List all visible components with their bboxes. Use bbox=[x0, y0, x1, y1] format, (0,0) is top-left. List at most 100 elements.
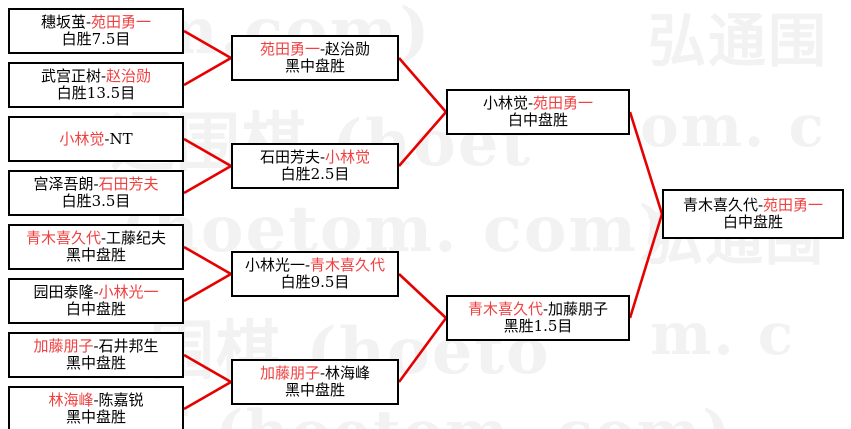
match-result: 黑中盘胜 bbox=[65, 246, 126, 264]
versus-separator: - bbox=[93, 391, 99, 410]
player-left: 苑田勇一 bbox=[259, 40, 320, 59]
player-right: 苑田勇一 bbox=[763, 196, 824, 215]
versus-separator: - bbox=[100, 67, 107, 86]
match-result: 白胜9.5目 bbox=[280, 273, 350, 291]
match-node-r2m1[interactable]: 苑田勇一-赵治勋黑中盘胜 bbox=[231, 35, 399, 81]
versus-separator: - bbox=[319, 364, 326, 383]
versus-separator: - bbox=[93, 337, 99, 356]
versus-separator: - bbox=[85, 13, 92, 32]
player-left: 园田泰隆 bbox=[33, 283, 94, 302]
match-node-r4m1[interactable]: 青木喜久代-苑田勇一白中盘胜 bbox=[662, 189, 844, 239]
versus-separator: - bbox=[527, 94, 534, 113]
connector-line bbox=[183, 137, 232, 168]
versus-separator: - bbox=[542, 300, 549, 319]
watermark-text: 棋 (hoetom. com) bbox=[130, 384, 733, 429]
connector-line bbox=[183, 245, 232, 276]
connector-line bbox=[398, 57, 447, 113]
player-left: 石田芳夫 bbox=[259, 148, 320, 167]
match-result: 白胜13.5目 bbox=[56, 84, 136, 102]
player-right: NT bbox=[109, 129, 133, 148]
watermark-text: 弘通围 bbox=[648, 7, 829, 75]
match-node-r2m4[interactable]: 加藤朋子-林海峰黑中盘胜 bbox=[231, 359, 399, 405]
match-pairing: 宫泽吾朗-石田芳夫 bbox=[33, 176, 158, 193]
match-pairing: 青木喜久代-苑田勇一 bbox=[683, 197, 823, 214]
player-right: 赵治勋 bbox=[325, 40, 371, 59]
connector-line bbox=[398, 273, 447, 319]
player-right: 小林光一 bbox=[98, 283, 159, 302]
match-node-r1m4[interactable]: 宫泽吾朗-石田芳夫白胜3.5目 bbox=[8, 170, 184, 216]
player-left: 青木喜久代 bbox=[467, 300, 543, 319]
player-right: 青木喜久代 bbox=[310, 256, 386, 275]
player-right: 苑田勇一 bbox=[533, 94, 594, 113]
versus-separator: - bbox=[757, 196, 764, 215]
match-node-r2m3[interactable]: 小林光一-青木喜久代白胜9.5目 bbox=[231, 251, 399, 297]
player-left: 青木喜久代 bbox=[25, 229, 101, 248]
match-pairing: 小林觉-NT bbox=[59, 129, 133, 148]
match-result: 黑中盘胜 bbox=[65, 408, 126, 426]
player-right: 石田芳夫 bbox=[98, 175, 159, 194]
connector-line bbox=[183, 380, 232, 411]
match-pairing: 青木喜久代-加藤朋子 bbox=[468, 301, 608, 318]
match-result: 白胜7.5目 bbox=[61, 30, 131, 48]
match-pairing: 穗坂茧-苑田勇一 bbox=[41, 14, 151, 31]
match-pairing: 加藤朋子-石井邦生 bbox=[33, 338, 158, 355]
connector-line bbox=[183, 56, 232, 87]
versus-separator: - bbox=[100, 229, 107, 248]
versus-separator: - bbox=[93, 283, 99, 302]
versus-separator: - bbox=[319, 148, 326, 167]
connector-line bbox=[398, 111, 447, 167]
match-node-r1m7[interactable]: 加藤朋子-石井邦生黑中盘胜 bbox=[8, 332, 184, 378]
versus-separator: - bbox=[319, 40, 326, 59]
match-node-r1m5[interactable]: 青木喜久代-工藤纪夫黑中盘胜 bbox=[8, 224, 184, 270]
player-right: 石井邦生 bbox=[98, 337, 159, 356]
player-left: 加藤朋子 bbox=[259, 364, 320, 383]
match-node-r1m6[interactable]: 园田泰隆-小林光一白中盘胜 bbox=[8, 278, 184, 324]
connector-line bbox=[183, 29, 232, 60]
match-result: 白胜2.5目 bbox=[280, 165, 350, 183]
watermark-text: m. c bbox=[650, 300, 796, 368]
match-node-r1m2[interactable]: 武宫正树-赵治勋白胜13.5目 bbox=[8, 62, 184, 108]
connector-line bbox=[183, 272, 232, 303]
match-result: 黑中盘胜 bbox=[65, 354, 126, 372]
connector-line bbox=[397, 317, 448, 383]
match-pairing: 武宫正树-赵治勋 bbox=[41, 68, 151, 85]
match-pairing: 小林觉-苑田勇一 bbox=[483, 95, 593, 112]
player-left: 小林光一 bbox=[244, 256, 305, 275]
match-pairing: 苑田勇一-赵治勋 bbox=[260, 41, 370, 58]
match-node-r1m3[interactable]: 小林觉-NT bbox=[8, 116, 184, 162]
match-node-r1m8[interactable]: 林海峰-陈嘉锐黑中盘胜 bbox=[8, 386, 184, 429]
watermark-text: om. c bbox=[640, 92, 826, 160]
player-left: 小林觉 bbox=[482, 94, 528, 113]
connector-line bbox=[628, 213, 664, 319]
match-result: 白胜3.5目 bbox=[61, 192, 131, 210]
connector-line bbox=[183, 164, 232, 195]
match-result: 黑中盘胜 bbox=[284, 57, 345, 75]
player-left: 穗坂茧 bbox=[40, 13, 86, 32]
match-pairing: 小林光一-青木喜久代 bbox=[245, 257, 385, 274]
match-pairing: 石田芳夫-小林觉 bbox=[260, 149, 370, 166]
match-node-r1m1[interactable]: 穗坂茧-苑田勇一白胜7.5目 bbox=[8, 8, 184, 54]
match-pairing: 青木喜久代-工藤纪夫 bbox=[26, 230, 166, 247]
match-result: 黑胜1.5目 bbox=[503, 317, 573, 335]
versus-separator: - bbox=[104, 129, 110, 148]
player-right: 林海峰 bbox=[325, 364, 371, 383]
match-node-r3m2[interactable]: 青木喜久代-加藤朋子黑胜1.5目 bbox=[446, 295, 630, 341]
connector-line bbox=[628, 111, 664, 215]
player-left: 宫泽吾朗 bbox=[33, 175, 94, 194]
player-right: 苑田勇一 bbox=[91, 13, 152, 32]
player-left: 林海峰 bbox=[48, 391, 94, 410]
player-right: 赵治勋 bbox=[106, 67, 152, 86]
match-node-r2m2[interactable]: 石田芳夫-小林觉白胜2.5目 bbox=[231, 143, 399, 189]
match-pairing: 园田泰隆-小林光一 bbox=[33, 284, 158, 301]
match-pairing: 林海峰-陈嘉锐 bbox=[48, 392, 143, 409]
player-left: 小林觉 bbox=[59, 129, 105, 148]
match-result: 黑中盘胜 bbox=[284, 381, 345, 399]
match-node-r3m1[interactable]: 小林觉-苑田勇一白中盘胜 bbox=[446, 89, 630, 135]
match-pairing: 加藤朋子-林海峰 bbox=[260, 365, 370, 382]
versus-separator: - bbox=[93, 175, 99, 194]
match-result: 白中盘胜 bbox=[722, 213, 783, 231]
player-right: 小林觉 bbox=[325, 148, 371, 167]
versus-separator: - bbox=[304, 256, 311, 275]
player-left: 青木喜久代 bbox=[682, 196, 758, 215]
